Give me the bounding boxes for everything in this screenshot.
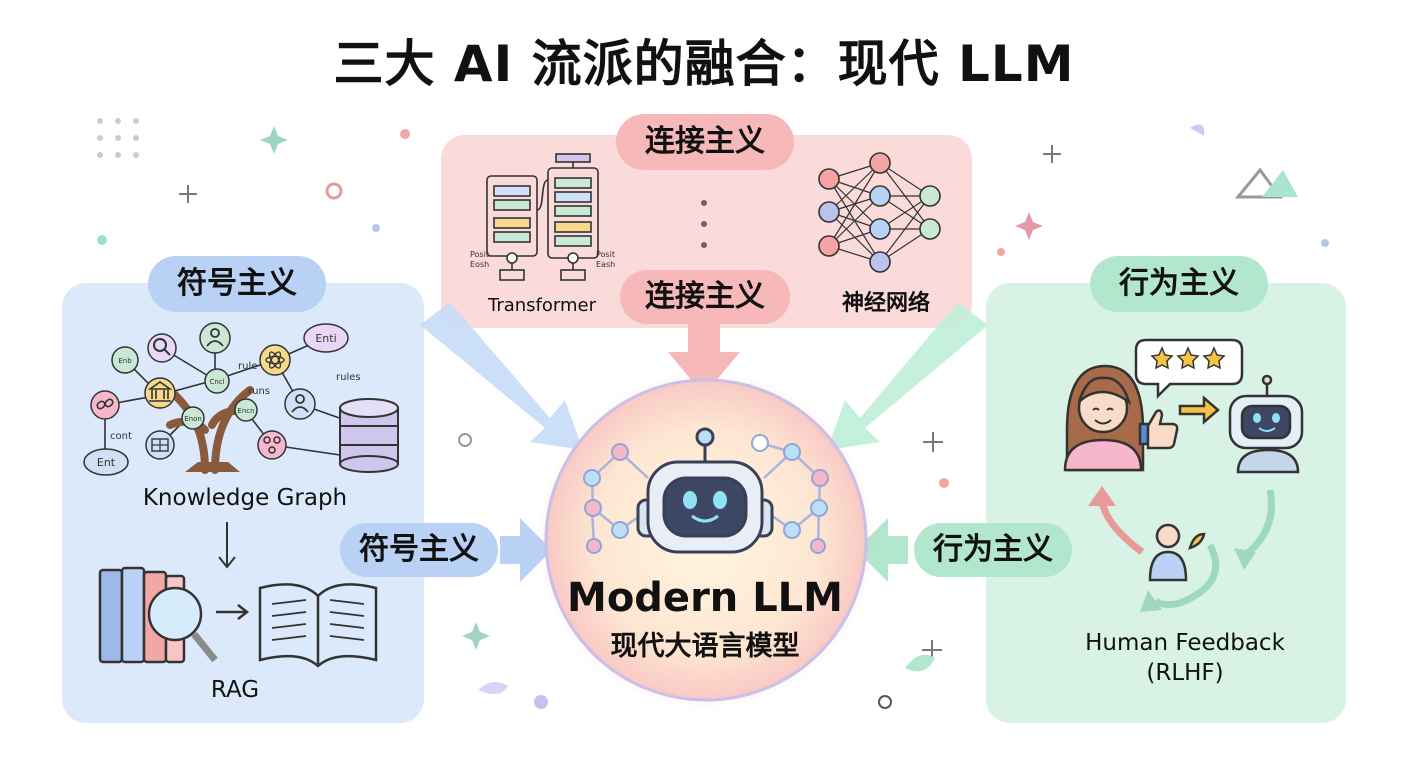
rlhf-illustration	[1063, 338, 1304, 612]
knowledge-graph-label: Knowledge Graph	[142, 485, 348, 511]
tf-pos-left-2: Eosh	[470, 260, 489, 269]
connectionism-arrow-label: 连接主义	[620, 270, 790, 324]
behaviorism-arrow-label: 行为主义	[914, 523, 1072, 577]
human-icon	[1063, 364, 1145, 472]
connectionism-header: 连接主义	[616, 114, 794, 170]
behaviorism-header: 行为主义	[1090, 256, 1268, 312]
merge-arrows	[420, 302, 988, 582]
decorations	[97, 118, 1329, 709]
arrow-down-icon	[218, 522, 236, 569]
rag-illustration	[98, 566, 378, 668]
robot-icon	[583, 427, 829, 554]
ellipsis-icon	[701, 200, 707, 248]
rag-label: RAG	[210, 677, 260, 703]
transformer-label: Transformer	[487, 295, 596, 316]
rlhf-label: (RLHF)	[1146, 660, 1224, 686]
human-feedback-label: Human Feedback	[1085, 630, 1285, 656]
edge-cont: cont	[110, 431, 132, 442]
neural-network-label: 神经网络	[841, 291, 930, 316]
database-icon	[339, 398, 399, 473]
tf-pos-right-1: Posit	[596, 250, 615, 259]
edge-rules: rules	[336, 372, 361, 383]
tf-pos-left-1: Posit	[470, 250, 489, 259]
node-entity-top: Enti	[315, 332, 336, 345]
node-n4: Encn	[237, 407, 254, 415]
node-entity-bottom: Ent	[97, 456, 116, 469]
edge-rule: rule	[238, 361, 257, 372]
symbolism-arrow-label: 符号主义	[340, 523, 498, 577]
node-n1: Enb	[118, 357, 132, 365]
center-subtitle: 现代大语言模型	[610, 631, 800, 662]
center-title: Modern LLM	[567, 575, 843, 621]
star-rating-icon	[1150, 346, 1226, 370]
tf-pos-right-2: Eash	[596, 260, 615, 269]
symbolism-header: 符号主义	[148, 256, 326, 312]
neural-network-diagram	[818, 152, 941, 273]
person-icon	[1148, 523, 1206, 582]
transformer-diagram	[486, 153, 599, 281]
knowledge-graph-illustration: Enb rule Cncl Enti runs rules Enon Encn	[83, 322, 399, 476]
small-robot-icon	[1228, 374, 1304, 474]
node-n2: Cncl	[209, 378, 224, 386]
edge-runs: runs	[248, 386, 270, 397]
page-title: 三大 AI 流派的融合：现代 LLM	[333, 35, 1075, 93]
node-n3: Enon	[184, 415, 202, 423]
